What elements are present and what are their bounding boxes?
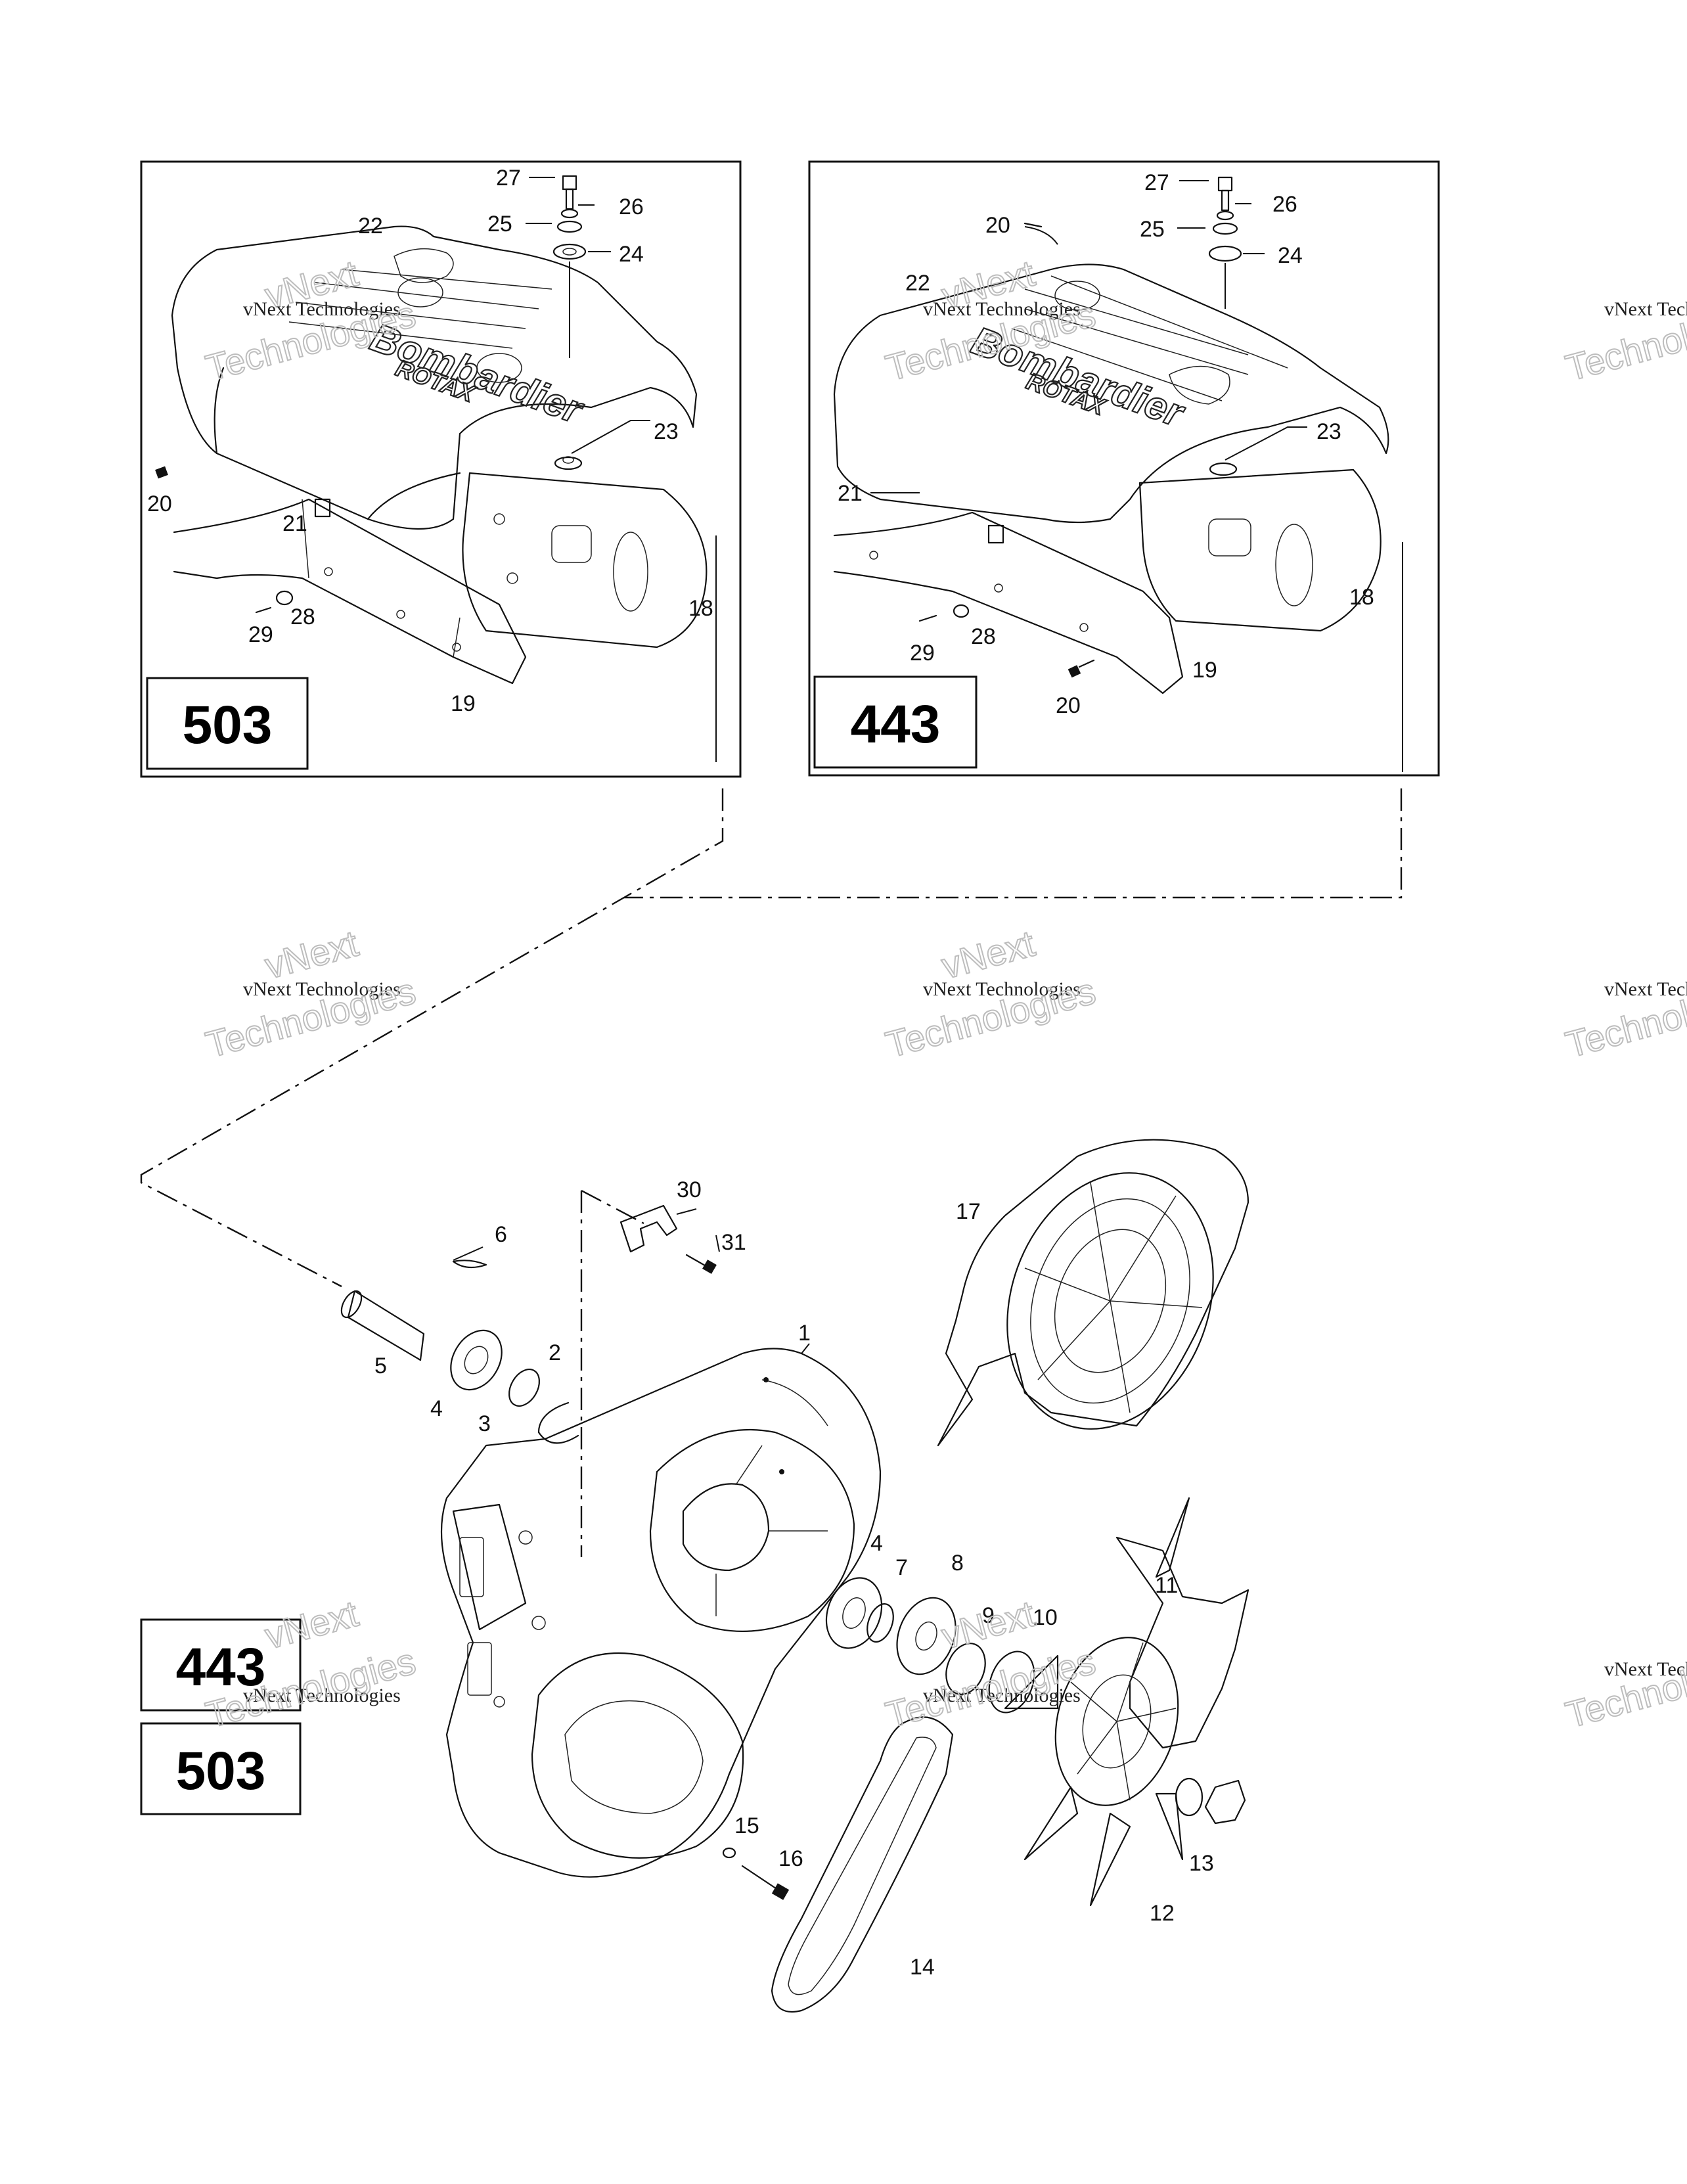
label-18: 18 — [688, 596, 713, 621]
drive-belt — [771, 1716, 954, 2013]
inset-frame-right — [808, 160, 1440, 777]
label-19-r: 19 — [1192, 658, 1217, 683]
model-box-503-main — [140, 1722, 302, 1815]
label-20b-r: 20 — [1056, 693, 1081, 718]
inset-panel-443: Bombardier ROTAX — [808, 160, 1440, 777]
label-12: 12 — [1150, 1901, 1175, 1926]
label-20-r: 20 — [985, 213, 1010, 238]
model-box-443-inset — [813, 675, 978, 769]
label-20: 20 — [147, 491, 172, 516]
label-17: 17 — [956, 1199, 981, 1224]
watermark-5: vNext vNext Technologies Technologies — [881, 922, 1100, 1066]
clamp-bracket — [619, 1204, 717, 1274]
svg-text:vNext Technologies: vNext Technologies — [1604, 298, 1687, 320]
deflector-bracket-left — [173, 498, 527, 685]
label-4: 4 — [430, 1396, 443, 1421]
label-16: 16 — [778, 1846, 803, 1871]
label-7: 7 — [895, 1555, 908, 1580]
watermark-9: vNext Technologies Technologies — [1561, 1639, 1687, 1736]
model-box-443-main — [140, 1618, 302, 1712]
cover-fastener-stack-right — [1208, 176, 1242, 476]
watermark-8: vNext vNext Technologies Technologies — [881, 1592, 1100, 1737]
svg-text:vNext: vNext — [937, 1593, 1039, 1657]
screws-right — [918, 222, 1095, 678]
svg-text:vNext Technologies: vNext Technologies — [243, 1685, 401, 1706]
label-29: 29 — [248, 622, 273, 647]
cooling-fan — [1004, 1497, 1249, 1907]
svg-text:vNext: vNext — [937, 922, 1039, 987]
watermark-6: vNext Technologies Technologies — [1561, 969, 1687, 1066]
label-13: 13 — [1189, 1851, 1214, 1876]
svg-text:Technologies: Technologies — [1562, 1640, 1687, 1735]
label-26: 26 — [619, 194, 644, 219]
label-28: 28 — [290, 604, 315, 629]
hub-stack — [722, 1577, 1246, 1900]
label-4b: 4 — [870, 1531, 883, 1556]
label-18-r: 18 — [1349, 585, 1374, 610]
label-8: 8 — [951, 1551, 964, 1576]
label-30: 30 — [677, 1177, 702, 1202]
label-2: 2 — [549, 1340, 561, 1365]
svg-text:vNext: vNext — [261, 1593, 363, 1657]
label-3: 3 — [478, 1411, 491, 1436]
shaft-assembly — [340, 1260, 579, 1444]
watermark-4: vNext vNext Technologies Technologies — [201, 922, 420, 1066]
svg-text:vNext Technologies: vNext Technologies — [243, 978, 401, 1000]
label-21-r: 21 — [838, 481, 863, 506]
label-31: 31 — [721, 1230, 746, 1255]
svg-text:vNext Technologies: vNext Technologies — [1604, 978, 1687, 1000]
model-503-inset: 503 — [183, 695, 273, 755]
deflector-bracket-right — [833, 511, 1184, 694]
model-443-main: 443 — [176, 1637, 266, 1697]
svg-text:vNext Technologies: vNext Technologies — [1604, 1658, 1687, 1680]
svg-text:vNext: vNext — [261, 922, 363, 987]
model-box-503-inset — [146, 677, 309, 770]
label-5: 5 — [374, 1354, 387, 1378]
label-24-r: 24 — [1278, 243, 1303, 268]
label-23: 23 — [654, 419, 679, 444]
label-6: 6 — [495, 1222, 507, 1247]
inset-frame-left — [140, 160, 742, 778]
label-1: 1 — [798, 1321, 811, 1346]
svg-text:vNext Technologies: vNext Technologies — [923, 298, 1081, 320]
label-24: 24 — [619, 242, 644, 267]
screws-left — [155, 466, 294, 614]
label-19: 19 — [451, 691, 476, 716]
fan-guard — [937, 1139, 1249, 1447]
label-27: 27 — [496, 166, 521, 191]
label-29-r: 29 — [910, 641, 935, 666]
watermark-3: vNext Technologies Technologies — [1561, 292, 1687, 389]
label-25-r: 25 — [1140, 217, 1165, 242]
fan-housing — [440, 1348, 882, 1878]
label-28-r: 28 — [971, 624, 996, 649]
svg-text:vNext Technologies: vNext Technologies — [923, 978, 1081, 1000]
model-443-inset: 443 — [851, 694, 941, 754]
label-26-r: 26 — [1272, 192, 1297, 217]
svg-text:vNext Technologies: vNext Technologies — [243, 298, 401, 320]
svg-text:vNext Technologies: vNext Technologies — [923, 1685, 1081, 1706]
label-22: 22 — [358, 214, 383, 239]
main-assembly: 30 6 31 1 2 5 4 3 17 4 7 8 9 10 11 13 12… — [140, 1139, 1249, 2013]
label-21: 21 — [282, 511, 307, 536]
label-23-r: 23 — [1316, 419, 1341, 444]
label-10: 10 — [1033, 1605, 1058, 1630]
label-25: 25 — [487, 212, 512, 237]
label-9: 9 — [982, 1603, 995, 1628]
assembly-reference-lines — [140, 788, 1403, 1557]
model-503-main: 503 — [176, 1741, 266, 1801]
cover-fastener-stack-left — [552, 175, 587, 470]
label-15: 15 — [734, 1813, 759, 1838]
label-27-r: 27 — [1144, 170, 1169, 195]
inset-panel-503: Bombardier ROTAX — [140, 160, 742, 778]
label-22-r: 22 — [905, 271, 930, 296]
label-14: 14 — [910, 1955, 935, 1980]
svg-text:Technologies: Technologies — [882, 1640, 1100, 1735]
label-11: 11 — [1155, 1573, 1178, 1598]
